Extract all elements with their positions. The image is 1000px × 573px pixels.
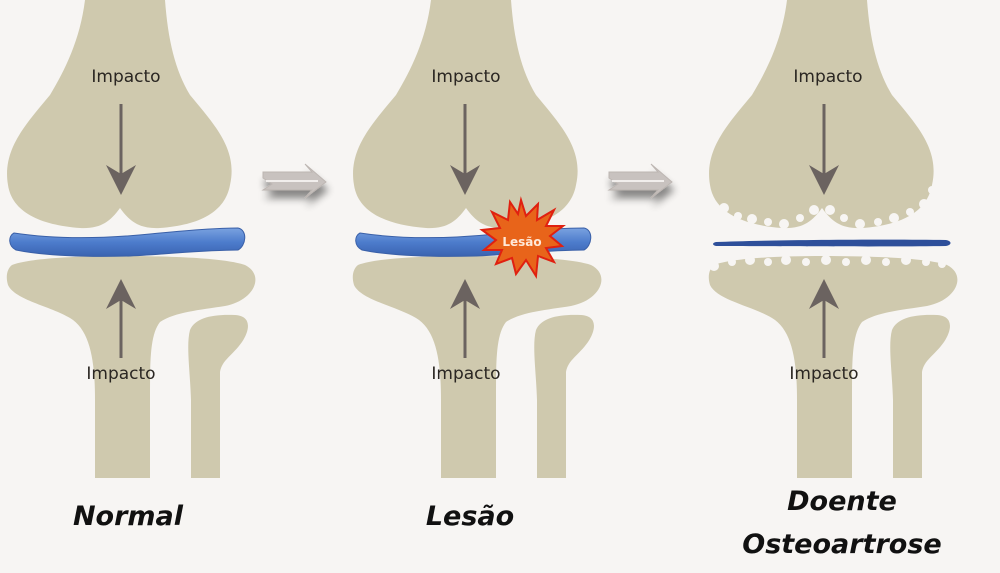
impact-label-top: Impacto: [91, 67, 160, 87]
double-arrow-right-icon: [607, 163, 673, 199]
lesion-badge-label: Lesão: [502, 235, 541, 249]
panel-title-doente: Doente: [787, 486, 897, 517]
erosion-marks: [709, 186, 946, 271]
femur-bone: [7, 0, 232, 229]
panel-title-normal: Normal: [73, 501, 184, 532]
impact-label-bottom: Impacto: [86, 364, 155, 384]
impact-label-top: Impacto: [793, 67, 862, 87]
panel-normal: Impacto Impacto Normal: [6, 0, 256, 532]
panel-lesao: Impacto Impacto Lesão Lesão: [352, 0, 602, 532]
panel-title-osteoartrose: Osteoartrose: [742, 529, 941, 560]
lesion-burst-icon: Lesão: [479, 196, 566, 280]
double-arrow-right-icon: [261, 163, 327, 199]
femur-bone-eroded: [709, 0, 934, 229]
impact-label-top: Impacto: [431, 67, 500, 87]
impact-label-bottom: Impacto: [431, 364, 500, 384]
panel-title-lesao: Lesão: [426, 501, 514, 532]
panel-doente: Impacto Impacto Doente Osteoartrose: [708, 0, 958, 560]
cartilage-meniscus: [9, 227, 246, 257]
cartilage-thin: [713, 239, 951, 247]
impact-label-bottom: Impacto: [789, 364, 858, 384]
